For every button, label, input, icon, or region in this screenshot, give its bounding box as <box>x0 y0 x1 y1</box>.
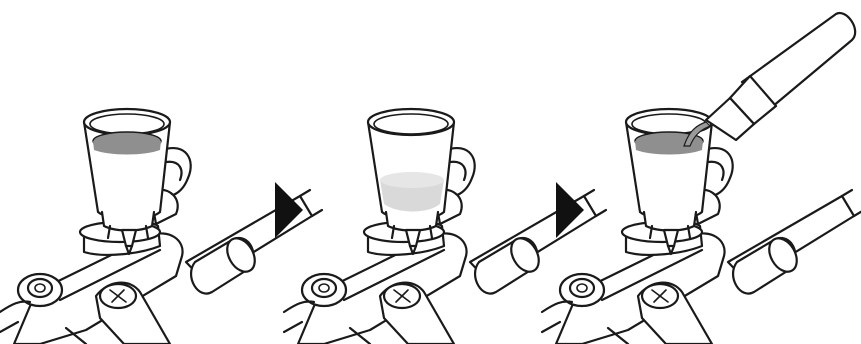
step-1-panel <box>0 109 322 344</box>
oil-bottle-icon <box>706 13 855 140</box>
fluid-light-surface <box>380 172 444 188</box>
step-3-panel <box>542 109 861 344</box>
